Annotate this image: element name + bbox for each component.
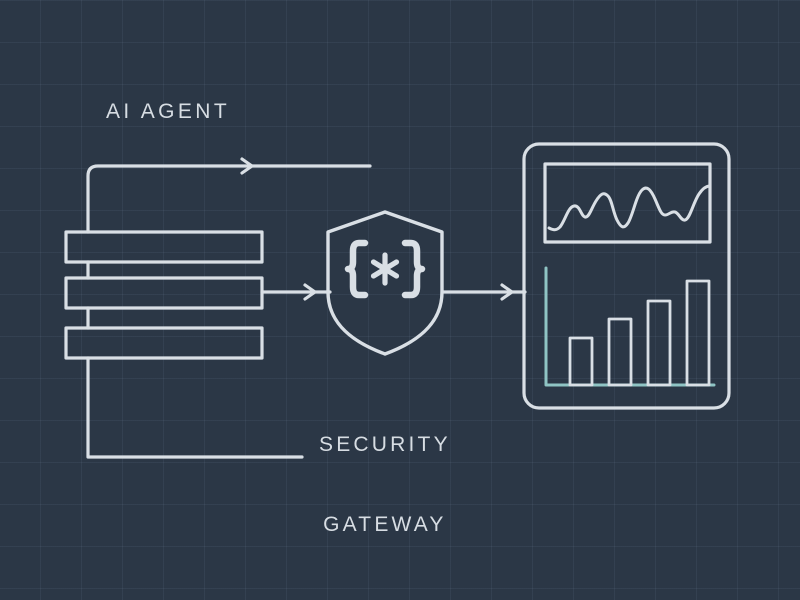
ai-agent-label: AI AGENT bbox=[106, 100, 231, 123]
bar-4 bbox=[685, 279, 711, 387]
loop-bottom-path bbox=[86, 356, 304, 459]
gateway-dashboard-arrowhead-icon bbox=[500, 283, 514, 301]
connector-agent-to-gateway bbox=[260, 283, 332, 301]
node-dashboard[interactable] bbox=[522, 142, 731, 410]
loop-top-arrowhead-icon bbox=[240, 157, 254, 175]
shield-outline-icon bbox=[326, 210, 444, 356]
connector-gateway-to-dashboard bbox=[440, 283, 527, 301]
connector-agent-loop-top bbox=[86, 157, 372, 234]
asterisk-icon bbox=[370, 252, 400, 286]
right-brace-icon bbox=[401, 239, 426, 299]
sparkline-frame bbox=[543, 162, 712, 244]
loop-top-path bbox=[86, 164, 372, 234]
node-security-gateway[interactable] bbox=[326, 210, 444, 356]
bar-3 bbox=[646, 299, 672, 387]
security-gateway-label-line-2: GATEWAY bbox=[323, 513, 447, 537]
node-ai-agent[interactable] bbox=[64, 230, 264, 360]
bar-1 bbox=[568, 336, 594, 387]
agent-gateway-arrowhead-icon bbox=[303, 283, 317, 301]
security-gateway-label: SECURITY GATEWAY bbox=[319, 378, 451, 593]
left-brace-icon bbox=[344, 239, 369, 299]
bar-2 bbox=[607, 317, 633, 387]
agent-bar-3 bbox=[64, 326, 264, 360]
security-gateway-label-line-1: SECURITY bbox=[319, 432, 451, 456]
dashboard-panel-border bbox=[522, 142, 731, 410]
connector-agent-loop-bottom bbox=[86, 356, 304, 459]
sparkline-curve bbox=[547, 184, 712, 232]
agent-bar-2 bbox=[64, 276, 264, 310]
agent-bar-1 bbox=[64, 230, 264, 264]
